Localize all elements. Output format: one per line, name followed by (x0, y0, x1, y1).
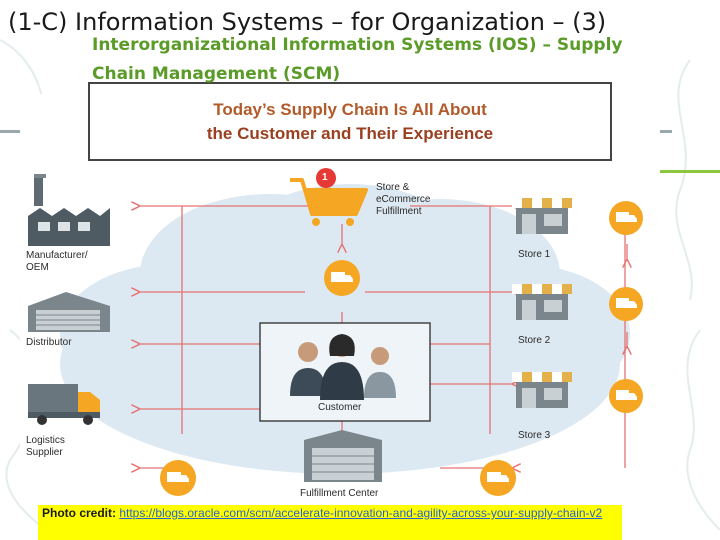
manufacturer-label-line2: OEM (26, 262, 88, 274)
logistics-label-line2: Supplier (26, 447, 65, 459)
badge-number: 1 (322, 172, 328, 184)
delivery-truck-circle-icon (609, 201, 643, 235)
divider-left (0, 130, 20, 133)
delivery-truck-circle-icon (160, 460, 196, 496)
delivery-truck-circle-icon (609, 287, 643, 321)
logistics-label: Logistics Supplier (26, 435, 65, 459)
photo-credit-link[interactable]: https://blogs.oracle.com/scm/accelerate-… (119, 506, 602, 520)
store1-label: Store 1 (518, 249, 550, 261)
accent-line (660, 170, 720, 173)
fulfillment-center-label: Fulfillment Center (300, 488, 378, 500)
photo-credit-label: Photo credit: (42, 506, 116, 520)
store-ecommerce-label-line2: eCommerce (376, 194, 430, 206)
diagram-header-line2: the Customer and Their Experience (207, 122, 493, 146)
store-ecommerce-label-line3: Fulfillment (376, 206, 430, 218)
customer-label: Customer (318, 402, 361, 414)
slide-subtitle: Interorganizational Information Systems … (92, 31, 652, 89)
photo-credit: Photo credit: https://blogs.oracle.com/s… (38, 505, 622, 540)
store2-label: Store 2 (518, 335, 550, 347)
store3-label: Store 3 (518, 430, 550, 442)
diagram-header-box: Today’s Supply Chain Is All About the Cu… (88, 82, 612, 161)
store-ecommerce-label-line1: Store & (376, 182, 430, 194)
store-icon (512, 198, 572, 234)
manufacturer-label: Manufacturer/ OEM (26, 250, 88, 274)
distributor-label: Distributor (26, 337, 72, 349)
logistics-label-line1: Logistics (26, 435, 65, 447)
store-icon (512, 284, 572, 320)
diagram-header-line1: Today’s Supply Chain Is All About (213, 98, 487, 122)
fulfillment-center-icon (304, 430, 382, 482)
delivery-truck-circle-icon (480, 460, 516, 496)
store-icon (512, 372, 572, 408)
delivery-truck-circle-icon (324, 260, 360, 296)
manufacturer-label-line1: Manufacturer/ (26, 250, 88, 262)
store-ecommerce-label: Store & eCommerce Fulfillment (376, 182, 430, 218)
supply-chain-diagram: Today’s Supply Chain Is All About the Cu… (20, 94, 660, 506)
divider-right (660, 130, 672, 133)
delivery-truck-circle-icon (609, 379, 643, 413)
slide-title: (1-C) Information Systems – for Organiza… (8, 8, 606, 36)
